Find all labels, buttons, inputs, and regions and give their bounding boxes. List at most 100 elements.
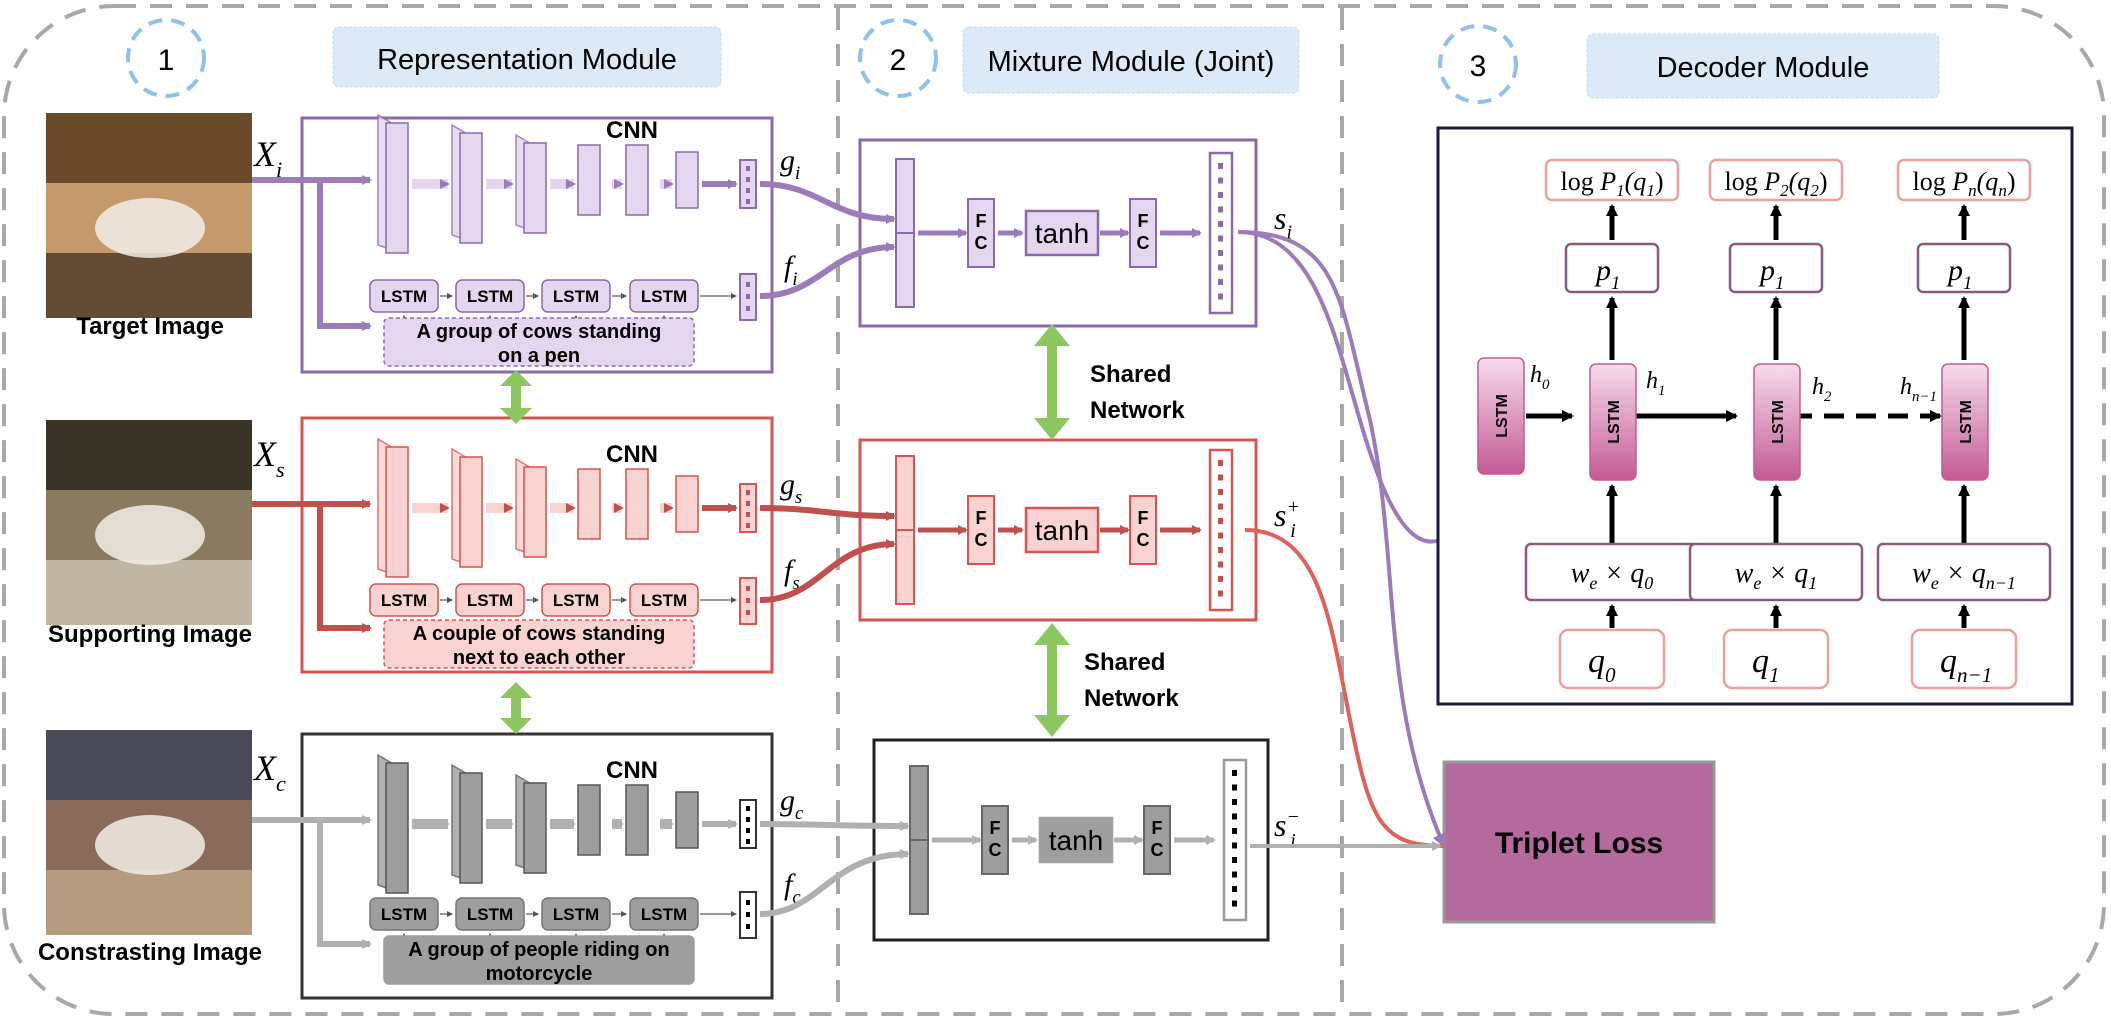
cnn-layer bbox=[675, 475, 699, 533]
photo-background bbox=[46, 870, 252, 935]
vector-dot bbox=[1218, 279, 1223, 285]
vector-dot bbox=[1218, 547, 1223, 553]
cnn-layer bbox=[675, 151, 699, 209]
feature-vector-g bbox=[739, 159, 757, 209]
input-variable: Xs bbox=[252, 434, 285, 482]
fc-label: F bbox=[1152, 818, 1163, 838]
module-title: Decoder Module bbox=[1657, 52, 1870, 84]
photo-background bbox=[46, 253, 252, 318]
vector-dot bbox=[1218, 561, 1223, 568]
output-embedding-label: si bbox=[1274, 200, 1292, 244]
prob-label: p1 bbox=[1594, 254, 1620, 294]
tanh-label: tanh bbox=[1035, 218, 1090, 249]
lstm-cell bbox=[541, 583, 611, 617]
tanh-block bbox=[1024, 209, 1100, 257]
vector-dot bbox=[1232, 857, 1237, 863]
token-label: q1 bbox=[1752, 643, 1780, 687]
vector-dot bbox=[1232, 886, 1237, 892]
vector-dot bbox=[1232, 799, 1237, 805]
hidden-state-label: h1 bbox=[1646, 368, 1665, 399]
cnn-layer bbox=[577, 144, 601, 216]
prob-label: p1 bbox=[1946, 254, 1972, 294]
vector-dot bbox=[1218, 518, 1223, 524]
caption-arrow bbox=[317, 820, 372, 949]
output-embedding-label: s+i bbox=[1274, 496, 1300, 542]
vector-dot bbox=[1232, 770, 1237, 776]
g-feature-label: gc bbox=[780, 784, 804, 824]
log-prob-label: log P1(q1) bbox=[1561, 167, 1664, 200]
cnn-layer bbox=[385, 446, 409, 578]
module-title: Representation Module bbox=[377, 44, 677, 76]
module-header-3: 3 Decoder Module bbox=[1438, 24, 1940, 104]
token-box bbox=[1558, 628, 1666, 690]
lstm-cell bbox=[629, 897, 699, 931]
prob-label: p1 bbox=[1758, 254, 1784, 294]
g-feature-label: gs bbox=[780, 468, 802, 508]
lstm-label: LSTM bbox=[641, 287, 687, 306]
lstm-label: LSTM bbox=[1606, 400, 1623, 444]
cnn-layer bbox=[523, 142, 547, 234]
g-to-mixture-connector bbox=[759, 181, 896, 224]
lstm-label: LSTM bbox=[381, 905, 427, 924]
module-number: 1 bbox=[158, 44, 175, 77]
input-image bbox=[46, 113, 252, 318]
module-title-badge bbox=[332, 26, 722, 88]
vector-dot bbox=[746, 294, 750, 299]
vector-dot bbox=[746, 306, 750, 311]
vector-dot bbox=[746, 188, 750, 193]
vector-dot bbox=[1218, 264, 1223, 271]
output-embedding-label: s−i bbox=[1274, 806, 1300, 852]
vector-dot bbox=[746, 839, 750, 844]
vector-dot bbox=[746, 912, 750, 917]
input-image bbox=[46, 420, 252, 625]
cnn-layer bbox=[459, 772, 483, 884]
vector-dot bbox=[1232, 784, 1237, 791]
decoder-lstm bbox=[1941, 363, 1989, 481]
module-title: Mixture Module (Joint) bbox=[988, 46, 1275, 78]
token-label: qn−1 bbox=[1940, 643, 1992, 687]
g-to-mixture-connector bbox=[759, 820, 910, 831]
module-header-2: 2 Mixture Module (Joint) bbox=[858, 18, 1300, 98]
lstm-label: LSTM bbox=[1958, 400, 1975, 444]
image-caption: Constrasting Image bbox=[38, 939, 262, 966]
vector-dot bbox=[1218, 590, 1223, 597]
vector-dot bbox=[1218, 177, 1223, 184]
vector-dot bbox=[1218, 489, 1223, 495]
token-label: q0 bbox=[1588, 643, 1616, 687]
embedding-box bbox=[1876, 542, 2052, 602]
vector-dot bbox=[746, 512, 750, 517]
fc-layer bbox=[1143, 805, 1171, 875]
lstm-cell bbox=[629, 583, 699, 617]
module-number: 3 bbox=[1470, 50, 1487, 83]
hidden-state-label: hn−1 bbox=[1900, 374, 1937, 405]
vector-dot bbox=[1218, 235, 1223, 242]
vector-dot bbox=[746, 177, 750, 182]
prob-box bbox=[1728, 242, 1824, 294]
lstm-cell bbox=[369, 279, 439, 313]
photo-background bbox=[46, 113, 252, 183]
fc-layer bbox=[967, 198, 995, 268]
vector-dot bbox=[1218, 460, 1223, 466]
decoder-initial-lstm bbox=[1477, 357, 1525, 475]
fc-label: F bbox=[976, 211, 987, 231]
vector-dot bbox=[1218, 576, 1223, 582]
hidden-state-label: h0 bbox=[1530, 362, 1550, 393]
lstm-label: LSTM bbox=[553, 905, 599, 924]
output-vector bbox=[1208, 448, 1234, 612]
lstm-label: LSTM bbox=[641, 905, 687, 924]
vector-dot bbox=[1218, 192, 1223, 198]
caption-text: A group of people riding on bbox=[408, 939, 669, 961]
input-variable: Xc bbox=[252, 748, 286, 796]
fc-label: C bbox=[1137, 233, 1150, 253]
f-to-mixture-connector bbox=[759, 242, 896, 299]
g-to-mixture-connector bbox=[759, 505, 896, 521]
f-to-mixture-connector bbox=[759, 539, 896, 603]
lstm-label: LSTM bbox=[1770, 400, 1787, 444]
vector-dot bbox=[746, 501, 750, 506]
photo-subject bbox=[95, 198, 205, 258]
lstm-label: LSTM bbox=[467, 905, 513, 924]
fc-label: F bbox=[1138, 508, 1149, 528]
